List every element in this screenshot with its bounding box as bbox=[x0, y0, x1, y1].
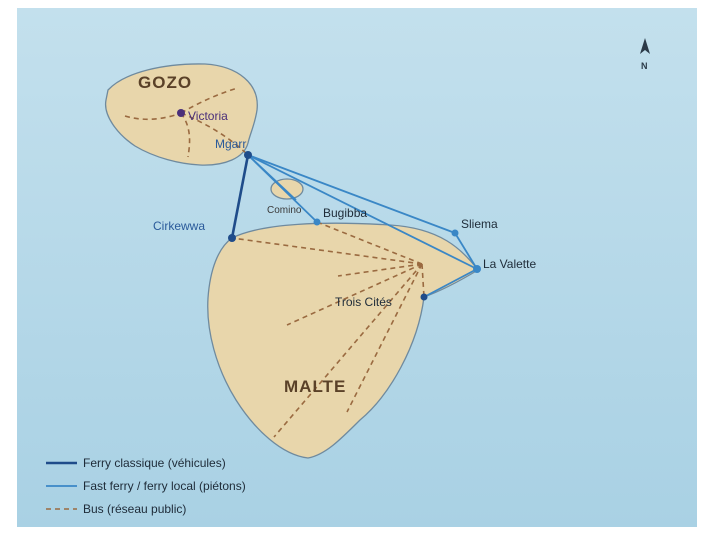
malta-bus-routes bbox=[231, 221, 425, 438]
sliema-label: Sliema bbox=[461, 217, 498, 231]
cirkewwa-marker bbox=[228, 234, 236, 242]
trois-cites-marker bbox=[420, 293, 428, 301]
fast-ferry-routes bbox=[247, 154, 478, 298]
gozo-bus-routes bbox=[124, 87, 249, 158]
mgarr-marker bbox=[244, 151, 252, 159]
mgarr-label: Mgarr bbox=[215, 137, 246, 151]
north-arrow-icon bbox=[640, 38, 650, 54]
malta-label: MALTE bbox=[284, 377, 346, 396]
cirkewwa-label: Cirkewwa bbox=[153, 219, 205, 233]
la-valette-label: La Valette bbox=[483, 257, 536, 271]
gozo-label: GOZO bbox=[138, 73, 192, 92]
sliema-marker bbox=[451, 229, 459, 237]
legend-ferry-classic-label: Ferry classique (véhicules) bbox=[83, 456, 226, 470]
trois-cites-label: Trois Cités bbox=[335, 295, 392, 309]
malta-island bbox=[207, 222, 479, 459]
victoria-label: Victoria bbox=[188, 109, 228, 123]
legend-bus-label: Bus (réseau public) bbox=[83, 502, 186, 516]
classic-ferry-route bbox=[230, 154, 250, 239]
legend: Ferry classique (véhicules) Fast ferry /… bbox=[46, 456, 246, 516]
la-valette-marker bbox=[473, 265, 481, 273]
legend-fast-ferry-label: Fast ferry / ferry local (piétons) bbox=[83, 479, 246, 493]
bugibba-marker bbox=[313, 218, 321, 226]
victoria-marker bbox=[177, 109, 185, 117]
comino-label: Comino bbox=[267, 205, 302, 216]
bugibba-label: Bugibba bbox=[323, 206, 367, 220]
compass-north-label: N bbox=[641, 61, 648, 71]
